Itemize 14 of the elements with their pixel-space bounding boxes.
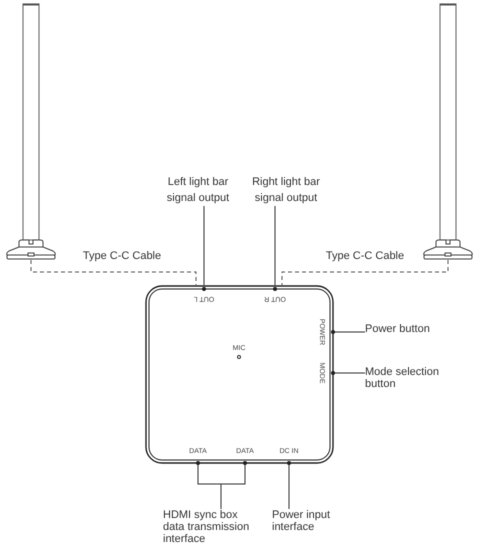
leader-line bbox=[288, 464, 290, 510]
cable-line bbox=[30, 260, 196, 286]
callout-text: Right light bar signal output bbox=[246, 174, 326, 206]
callout-text: Left light bar signal output bbox=[158, 174, 238, 206]
callout-text: Power button bbox=[365, 323, 465, 335]
callout-text: HDMI sync box data transmission interface bbox=[163, 509, 259, 545]
edge-label: Type C-C Cable bbox=[324, 250, 406, 263]
callout-text: Power input interface bbox=[272, 509, 342, 533]
leader-line bbox=[220, 464, 246, 510]
leader-line bbox=[334, 372, 366, 374]
edge-label: Type C-C Cable bbox=[80, 250, 164, 263]
leader-line bbox=[274, 206, 276, 286]
cable-line bbox=[282, 260, 448, 286]
callout-text: Mode selection button bbox=[365, 366, 453, 390]
